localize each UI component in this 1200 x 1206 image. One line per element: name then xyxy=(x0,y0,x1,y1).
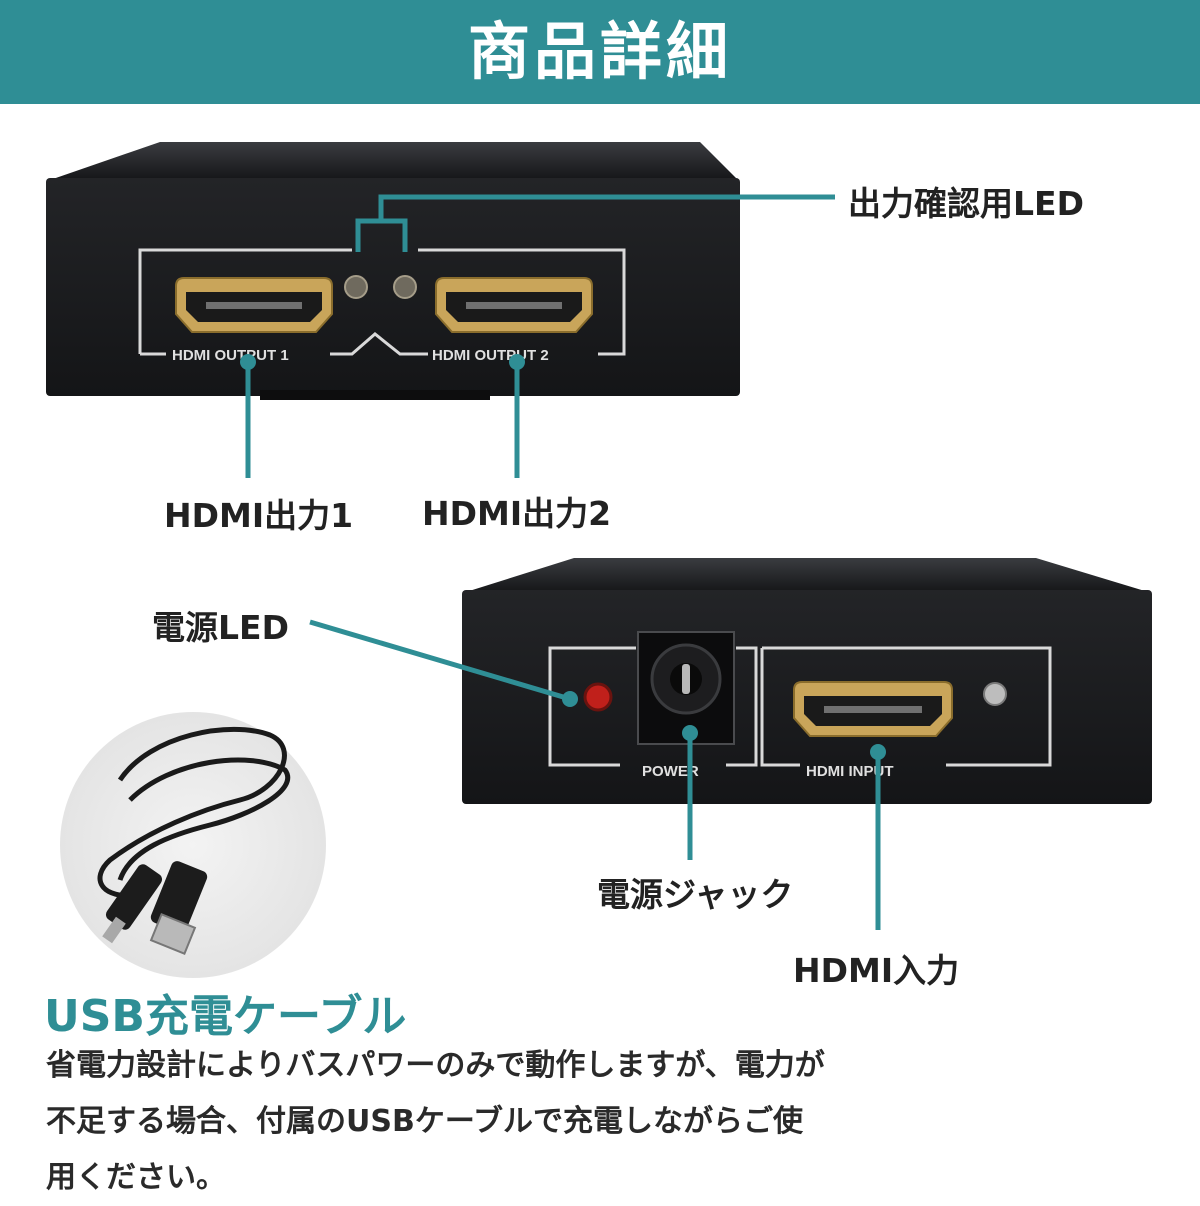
callout-hdmi-in: HDMI入力 xyxy=(793,951,960,990)
splitter-front-output: HDMI OUTPUT 1 HDMI OUTPUT 2 xyxy=(46,142,740,400)
header-band xyxy=(0,0,1200,104)
top-callout-lines xyxy=(245,194,835,478)
callout-dot-hdmi-in xyxy=(870,744,886,760)
port1-caption: HDMI OUTPUT 1 xyxy=(172,347,289,364)
callout-dot-out2 xyxy=(509,354,525,370)
bottom-callout-lines xyxy=(309,619,881,930)
callout-hdmi-out2: HDMI出力2 xyxy=(422,494,612,533)
output-led-1-icon xyxy=(344,275,368,299)
hdmi-output-1-port xyxy=(175,277,333,333)
usb-cable-description: 省電力設計によりバスパワーのみで動作しますが、電力が 不足する場合、付属のUSB… xyxy=(46,1038,825,1206)
input-caption: HDMI INPUT xyxy=(806,763,894,780)
page-title: 商品詳細 xyxy=(467,15,732,88)
callout-output-led: 出力確認用LED xyxy=(848,184,1084,223)
callout-power-led: 電源LED xyxy=(152,608,289,647)
port2-caption: HDMI OUTPUT 2 xyxy=(432,347,549,364)
splitter-front-input: POWER HDMI INPUT xyxy=(462,558,1152,804)
description-line: 用ください。 xyxy=(46,1160,226,1195)
output-led-2-icon xyxy=(393,275,417,299)
power-led-icon xyxy=(583,682,613,712)
callout-dot-power-led xyxy=(562,691,578,707)
power-caption: POWER xyxy=(642,763,699,780)
description-line: 不足する場合、付属のUSBケーブルで充電しながらご使 xyxy=(46,1104,804,1139)
callout-dot-power-jack xyxy=(682,725,698,741)
hdmi-input-port xyxy=(793,681,953,737)
hdmi-output-2-port xyxy=(435,277,593,333)
usb-cable-image xyxy=(60,712,326,978)
screw-icon xyxy=(983,682,1007,706)
callout-power-jack: 電源ジャック xyxy=(597,875,794,914)
usb-cable-title: USB充電ケーブル xyxy=(44,991,407,1042)
callout-dot-out1 xyxy=(240,354,256,370)
description-line: 省電力設計によりバスパワーのみで動作しますが、電力が xyxy=(46,1048,825,1083)
callout-hdmi-out1: HDMI出力1 xyxy=(164,496,354,535)
